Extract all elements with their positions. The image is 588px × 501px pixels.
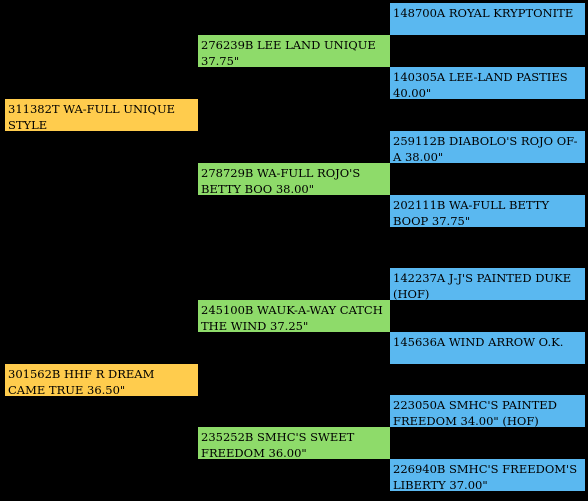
bottom-subject-box: 301562B HHF R DREAM CAME TRUE 36.50"	[5, 364, 198, 396]
bottom-sire-dam-box: 145636A WIND ARROW O.K.	[390, 332, 585, 364]
top-sire-dam-box: 140305A LEE-LAND PASTIES 40.00"	[390, 67, 585, 99]
bottom-sire-sire-box: 142237A J-J'S PAINTED DUKE (HOF)	[390, 268, 585, 300]
bottom-dam-box: 235252B SMHC'S SWEET FREEDOM 36.00"	[198, 427, 390, 459]
top-subject-box: 311382T WA-FULL UNIQUE STYLE	[5, 99, 198, 131]
top-dam-dam-box: 202111B WA-FULL BETTY BOOP 37.75"	[390, 195, 585, 227]
top-sire-sire-box: 148700A ROYAL KRYPTONITE	[390, 3, 585, 35]
bottom-dam-sire-box: 223050A SMHC'S PAINTED FREEDOM 34.00" (H…	[390, 395, 585, 427]
top-dam-sire-box: 259112B DIABOLO'S ROJO OF-A 38.00"	[390, 131, 585, 163]
top-dam-box: 278729B WA-FULL ROJO'S BETTY BOO 38.00"	[198, 163, 390, 195]
bottom-dam-dam-box: 226940B SMHC'S FREEDOM'S LIBERTY 37.00"	[390, 459, 585, 491]
bottom-sire-box: 245100B WAUK-A-WAY CATCH THE WIND 37.25"	[198, 300, 390, 332]
top-sire-box: 276239B LEE LAND UNIQUE 37.75"	[198, 35, 390, 67]
